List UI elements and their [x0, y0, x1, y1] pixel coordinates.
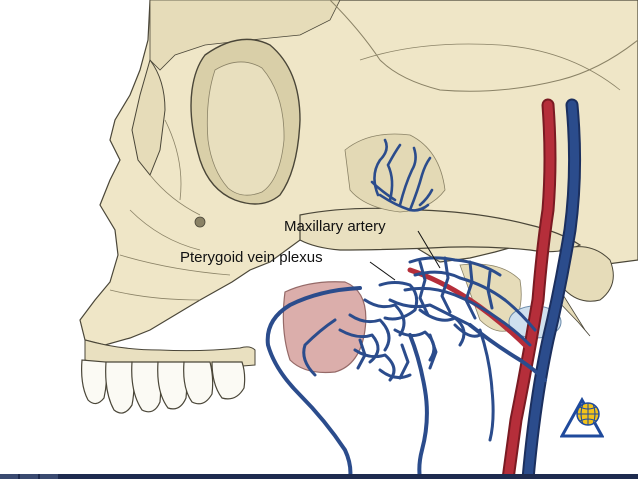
facial-vein-branch [265, 286, 362, 479]
plexus-drainage [408, 333, 429, 479]
maxillary-artery-label: Maxillary artery [284, 218, 386, 235]
tooth [211, 361, 246, 400]
teeth [81, 359, 246, 414]
external-carotid-artery-fill [503, 100, 555, 479]
deep-temporal-veins [370, 138, 434, 212]
retromandibular-vein-fill [523, 100, 580, 479]
tooth [157, 361, 188, 410]
bottom-bar-segment [0, 474, 18, 479]
pterygoid-vein-plexus [338, 256, 537, 382]
tooth [131, 361, 162, 413]
temporal-fossa [344, 133, 446, 213]
plexus-to-retromandibular [468, 323, 547, 382]
publisher-logo [560, 396, 604, 438]
tooth [105, 361, 135, 414]
bottom-bar [0, 474, 638, 479]
pterygoid-vein-plexus-label: Pterygoid vein plexus [180, 249, 323, 266]
bottom-bar-segment [20, 474, 38, 479]
orbit-inner [206, 61, 285, 196]
infraorbital-foramen [194, 216, 206, 228]
plexus-branch-down [478, 328, 495, 442]
facial-vein-branch-2 [302, 318, 337, 377]
tooth [183, 361, 214, 405]
maxillary-artery-leader [417, 230, 441, 269]
maxilla-sutures [109, 119, 231, 301]
nasal-bone [131, 58, 166, 176]
tooth [81, 359, 108, 405]
cranium-suture [329, 0, 638, 92]
mastoid-region [559, 246, 614, 302]
pterygoid-plexus-leader [369, 261, 396, 281]
maxillary-artery [407, 267, 533, 353]
temporal-line [359, 43, 621, 91]
bottom-bar-segment [40, 474, 58, 479]
